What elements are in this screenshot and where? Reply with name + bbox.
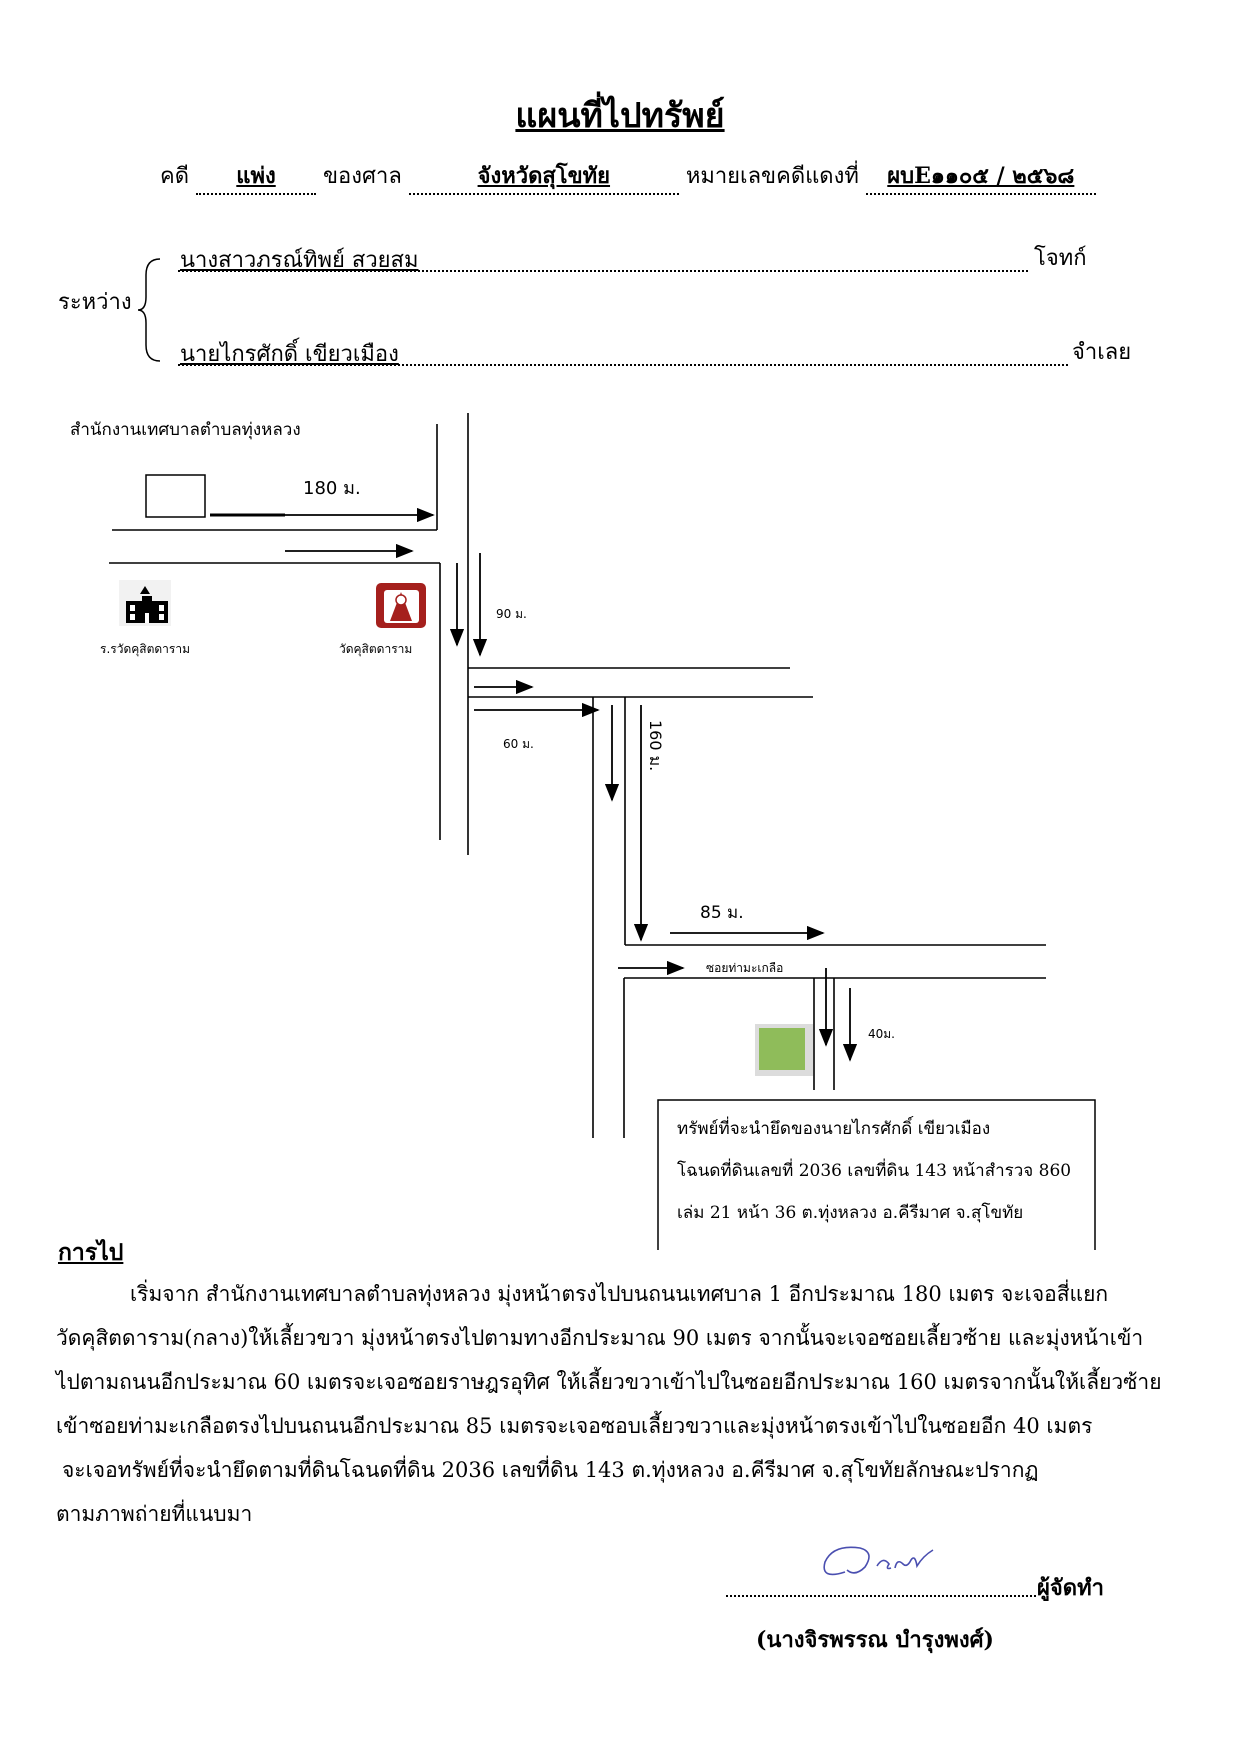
directions-line-3: ไปตามถนนอีกประมาณ 60 เมตรจะเจอซอยราษฎรอุ… xyxy=(56,1370,1162,1394)
origin-office-building xyxy=(145,474,206,518)
plaintiff-name: นางสาวภรณ์ทิพย์ สวยสม xyxy=(180,248,419,273)
directions-line-1: เริ่มจาก สำนักงานเทศบาลตำบลทุ่งหลวง มุ่ง… xyxy=(130,1282,1109,1306)
directions-line-4: เข้าซอยท่ามะเกลือตรงไปบนถนนอีกประมาณ 85 … xyxy=(56,1414,1093,1438)
signature-line xyxy=(726,1595,1036,1597)
roads xyxy=(109,413,1046,1138)
court-name: จังหวัดสุโขทัย xyxy=(408,158,679,195)
brace xyxy=(137,258,161,362)
temple-label: วัดคุสิตดาราม xyxy=(339,642,412,657)
route-map-svg: สำนักงานเทศบาลตำบลทุ่งหลวง 180 ม. 90 ม. … xyxy=(70,413,1096,1263)
defendant-name: นายไกรศักดิ์ เขียวเมือง xyxy=(180,342,399,367)
distance-160: 160 ม. xyxy=(646,720,665,771)
route-map: สำนักงานเทศบาลตำบลทุ่งหลวง 180 ม. 90 ม. … xyxy=(0,400,1240,1263)
case-info-row: คดี แพ่ง ของศาล จังหวัดสุโขทัย หมายเลขคด… xyxy=(160,158,1096,195)
case-label: คดี xyxy=(160,164,190,189)
red-number-label: หมายเลขคดีแดงที่ xyxy=(685,164,859,189)
document-title: แผนที่ไปทรัพย์ xyxy=(515,96,725,136)
plaintiff-role: โจทก์ xyxy=(1034,246,1087,271)
directions-line-2: วัดคุสิตดาราม(กลาง)ให้เลี้ยวขวา มุ่งหน้า… xyxy=(56,1326,1144,1350)
property-line-2: โฉนดที่ดินเลขที่ 2036 เลขที่ดิน 143 หน้า… xyxy=(677,1158,1071,1181)
between-label: ระหว่าง xyxy=(58,290,132,315)
plaintiff-dotline xyxy=(178,270,1028,272)
distance-40: 40ม. xyxy=(868,1027,895,1041)
distance-90: 90 ม. xyxy=(496,607,527,621)
directions-line-6: ตามภาพถ่ายที่แนบมา xyxy=(56,1502,253,1526)
property-line-1: ทรัพย์ที่จะนำยึดของนายไกรศักดิ์ เขียวเมื… xyxy=(677,1116,990,1139)
distance-85: 85 ม. xyxy=(700,903,744,923)
property-marker xyxy=(755,1024,813,1076)
distance-60: 60 ม. xyxy=(503,737,534,751)
property-line-3: เล่ม 21 หน้า 36 ต.ทุ่งหลวง อ.คีรีมาศ จ.ส… xyxy=(677,1202,1023,1223)
distance-180: 180 ม. xyxy=(303,478,361,499)
directions-line-5: จะเจอทรัพย์ที่จะนำยึดตามที่ดินโฉนดที่ดิน… xyxy=(62,1458,1039,1482)
case-type: แพ่ง xyxy=(196,158,317,195)
defendant-dotline xyxy=(178,364,1068,366)
directions-paragraph: เริ่มจาก สำนักงานเทศบาลตำบลทุ่งหลวง มุ่ง… xyxy=(56,1272,1186,1536)
red-number: ผบE๑๑๐๕ / ๒๕๖๘ xyxy=(865,158,1096,195)
school-icon xyxy=(119,580,171,626)
origin-label: สำนักงานเทศบาลตำบลทุ่งหลวง xyxy=(70,420,301,440)
directions-heading: การไป xyxy=(58,1239,124,1266)
school-label: ร.รวัดคุสิตดาราม xyxy=(100,642,190,657)
preparer-name: (นางจิรพรรณ บำรุงพงศ์) xyxy=(756,1627,994,1653)
temple-icon xyxy=(376,583,426,628)
court-label: ของศาล xyxy=(323,164,402,189)
property-info-box xyxy=(657,1099,1096,1263)
signature-role: ผู้จัดทำ xyxy=(1037,1575,1104,1601)
soi-label: ซอยท่ามะเกลือ xyxy=(706,961,783,975)
defendant-role: จำเลย xyxy=(1072,340,1132,365)
handwritten-signature xyxy=(823,1546,934,1576)
